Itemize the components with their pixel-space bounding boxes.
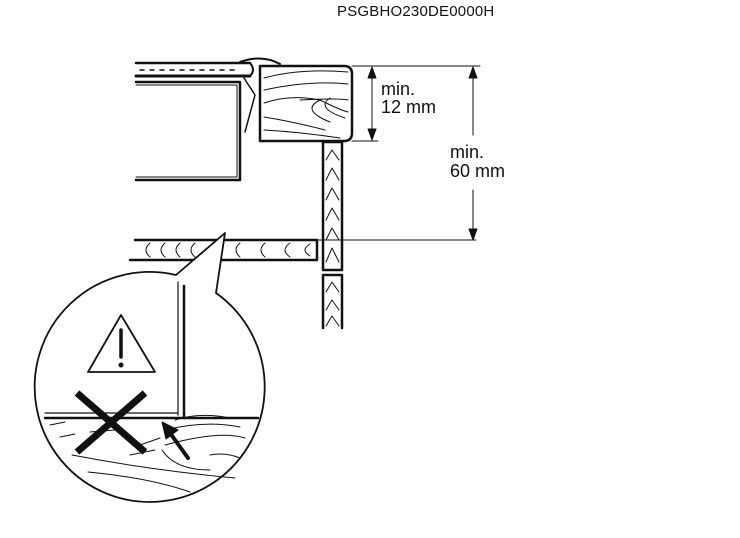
warning-triangle-icon xyxy=(87,314,156,373)
dimension-12mm xyxy=(351,65,481,142)
worktop-edge xyxy=(134,57,281,78)
dim-60-line2: 60 mm xyxy=(450,161,505,181)
arrow-icon xyxy=(161,421,190,460)
dim-60-line1: min. xyxy=(450,142,484,162)
cabinet-side-panel xyxy=(321,140,344,330)
dimension-60mm xyxy=(316,66,478,241)
dim-12-line1: min. xyxy=(381,79,415,99)
worktop-wood-block xyxy=(258,64,354,143)
dim-12-line2: 12 mm xyxy=(381,97,436,117)
document-code: PSGBHO230DE0000H xyxy=(337,3,495,20)
hob-body xyxy=(134,80,242,182)
prohibited-cross-icon xyxy=(74,390,148,455)
detail-callout xyxy=(33,232,266,503)
